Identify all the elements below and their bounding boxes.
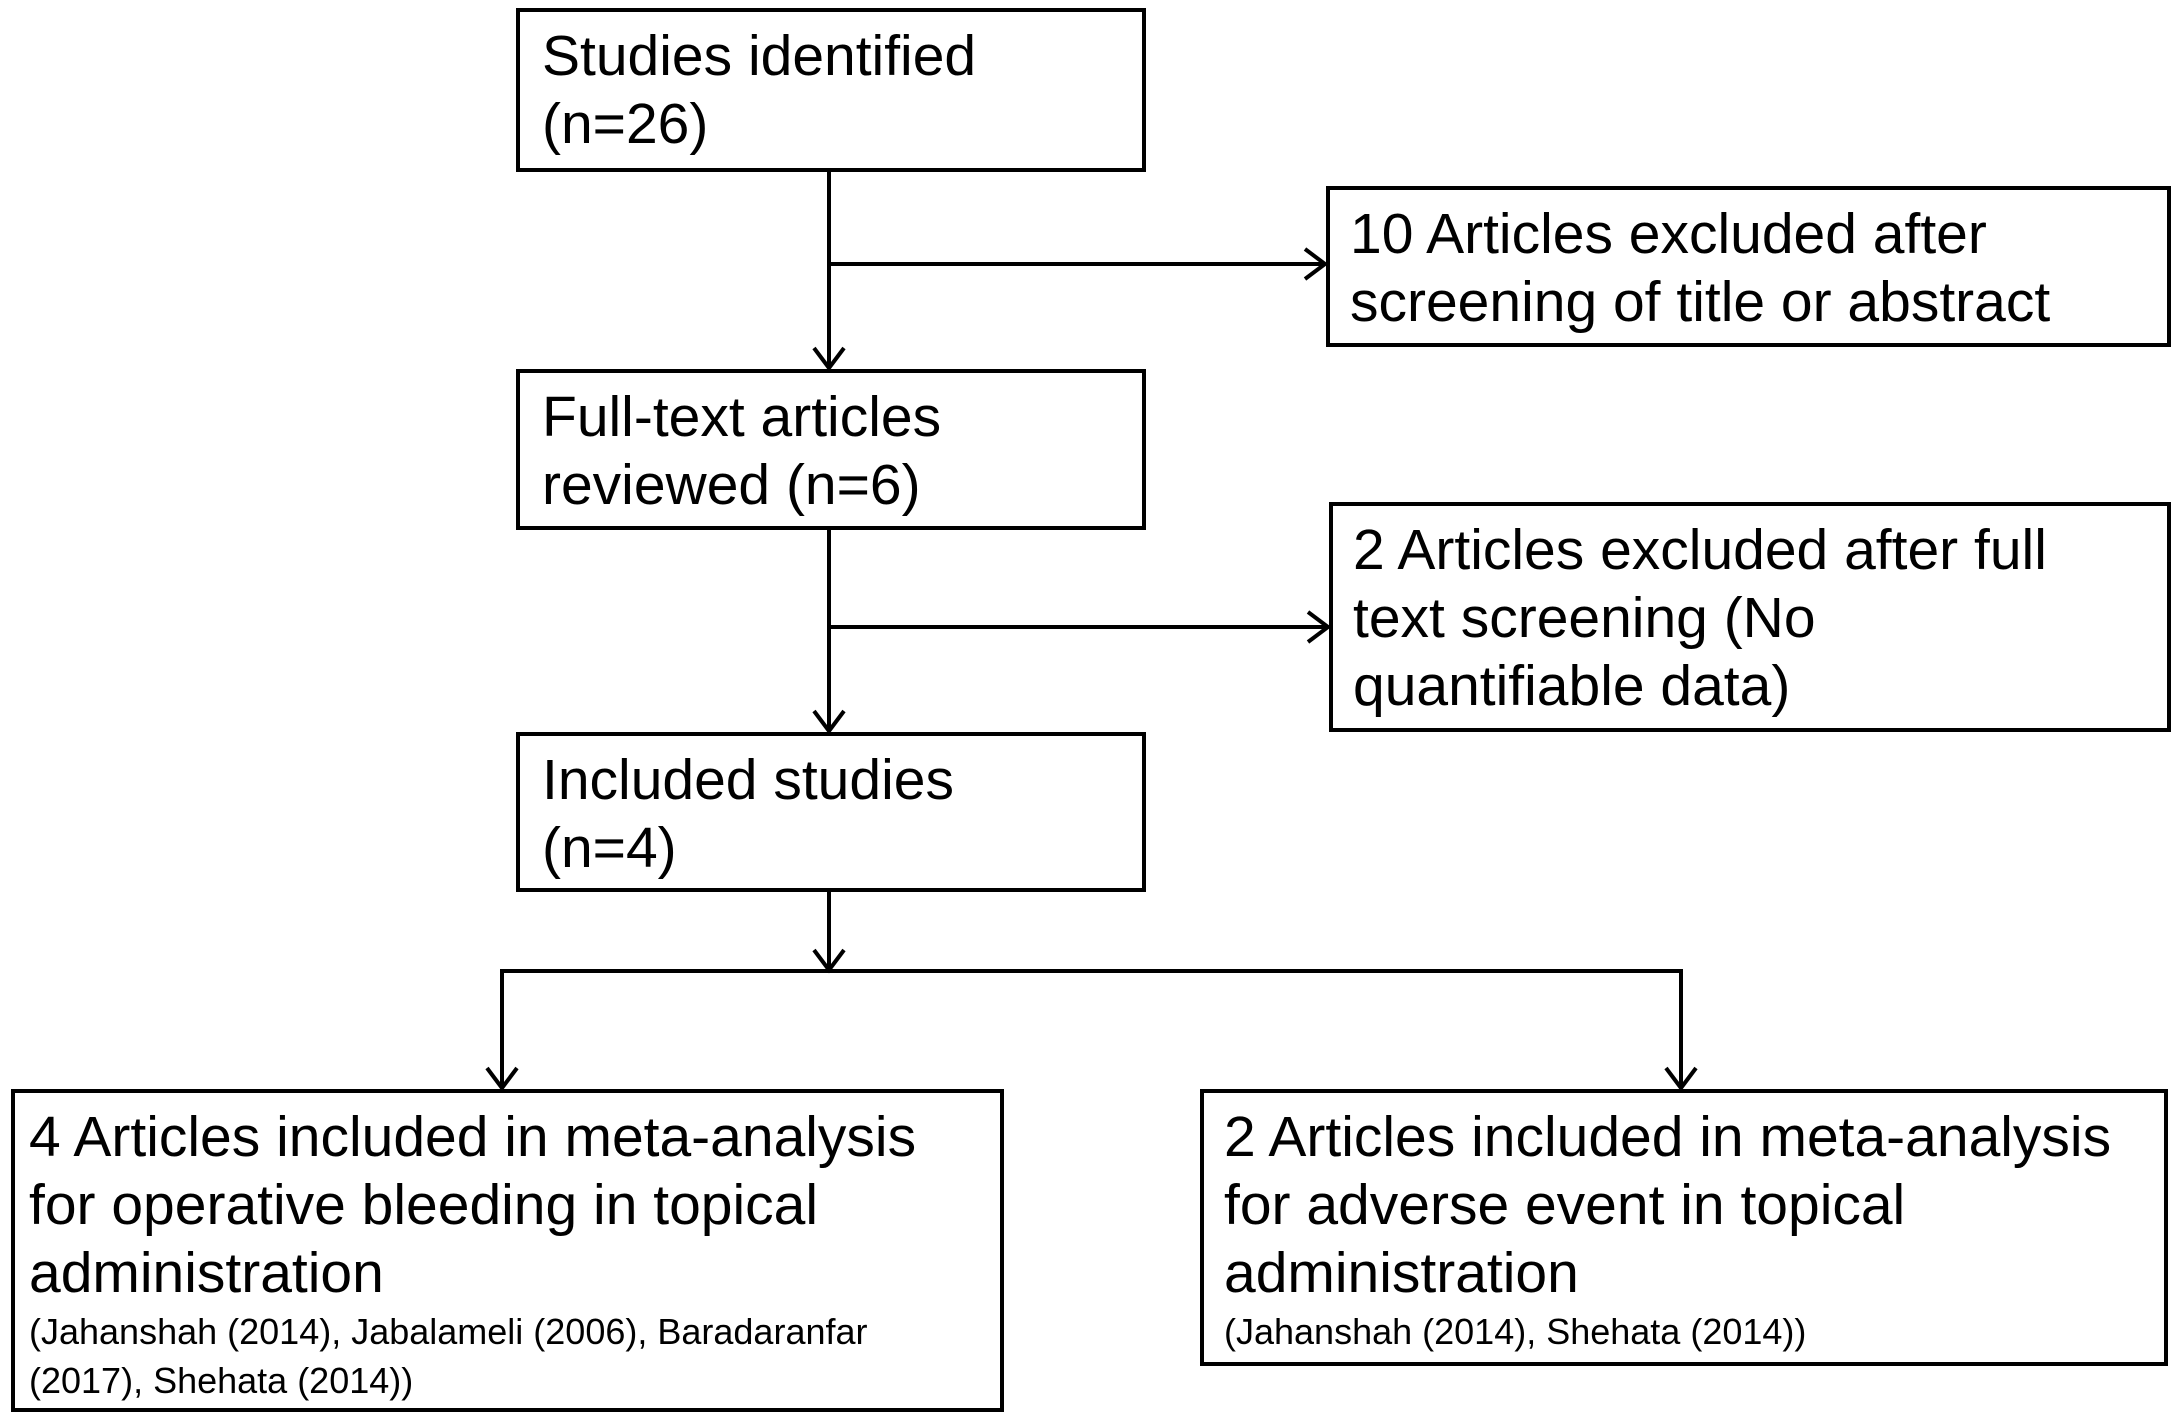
excluded-screening-box: 10 Articles excluded after screening of … [1326, 186, 2171, 347]
studies-identified-box: Studies identified (n=26) [516, 8, 1146, 172]
bleeding-references-line-2: (2017), Shehata (2014)) [29, 1360, 414, 1401]
included-studies-box: Included studies (n=4) [516, 732, 1146, 892]
fulltext-reviewed-line-2: reviewed (n=6) [542, 453, 921, 517]
arrowhead-excluded-screening [1303, 247, 1329, 281]
bleeding-references-line-1: (Jahanshah (2014), Jabalameli (2006), Ba… [29, 1311, 868, 1352]
arrowhead-excluded-fulltext [1306, 610, 1332, 644]
fulltext-reviewed-box: Full-text articles reviewed (n=6) [516, 369, 1146, 530]
studies-identified-line-2: (n=26) [542, 92, 709, 156]
excluded-fulltext-box: 2 Articles excluded after full text scre… [1329, 502, 2171, 732]
bleeding-line-1: 4 Articles included in meta-analysis [29, 1105, 917, 1169]
excluded-screening-line-2: screening of title or abstract [1350, 270, 2051, 334]
adverse-line-3: administration [1224, 1241, 1579, 1305]
bleeding-line-2: for operative bleeding in topical [29, 1173, 819, 1237]
arrowhead-bleeding [485, 1066, 519, 1092]
arrowhead-included [812, 709, 846, 735]
adverse-references-line-1: (Jahanshah (2014), Shehata (2014)) [1224, 1311, 1807, 1352]
bleeding-line-3: administration [29, 1241, 384, 1305]
bleeding-meta-analysis-box: 4 Articles included in meta-analysis for… [11, 1089, 1004, 1412]
included-studies-line-1: Included studies [542, 748, 954, 812]
arrowhead-fulltext [812, 346, 846, 372]
adverse-line-2: for adverse event in topical [1224, 1173, 1906, 1237]
excluded-fulltext-line-1: 2 Articles excluded after full [1353, 518, 2047, 582]
adverse-line-1: 2 Articles included in meta-analysis [1224, 1105, 2112, 1169]
excluded-fulltext-line-2: text screening (No [1353, 586, 1816, 650]
arrowhead-adverse [1664, 1066, 1698, 1092]
studies-identified-line-1: Studies identified [542, 24, 977, 88]
fulltext-reviewed-line-1: Full-text articles [542, 385, 942, 449]
excluded-fulltext-line-3: quantifiable data) [1353, 654, 1791, 718]
adverse-event-meta-analysis-box: 2 Articles included in meta-analysis for… [1200, 1089, 2168, 1366]
excluded-screening-line-1: 10 Articles excluded after [1350, 202, 1987, 266]
included-studies-line-2: (n=4) [542, 816, 677, 880]
